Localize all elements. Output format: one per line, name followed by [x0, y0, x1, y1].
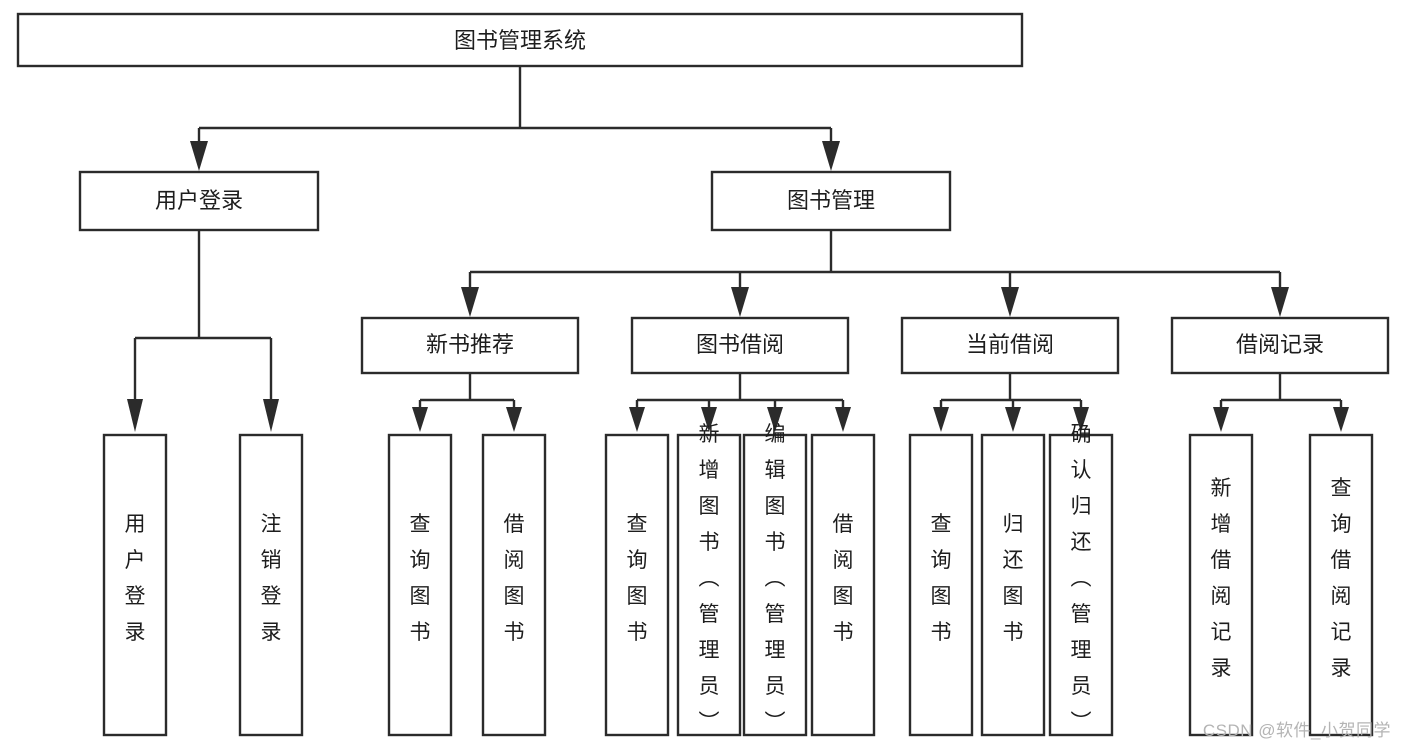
- arrowhead-new-book-rec: [461, 287, 479, 317]
- node-leaf-query-book-1-box[interactable]: [387, 433, 453, 737]
- node-leaf-query-record-box[interactable]: [1308, 433, 1374, 737]
- node-current-borrow[interactable]: 当前借阅: [900, 316, 1120, 375]
- node-user-login[interactable]: 用户登录: [78, 170, 320, 232]
- arrowhead-leaf-add-record: [1213, 407, 1229, 432]
- arrowhead-leaf-confirm-return: [1073, 407, 1089, 432]
- node-leaf-user-logout-box[interactable]: [238, 433, 304, 737]
- node-leaf-query-book-1[interactable]: 查询图书: [387, 433, 453, 737]
- node-book-borrow-box[interactable]: [630, 316, 850, 375]
- node-leaf-user-login[interactable]: 用户登录: [102, 433, 168, 737]
- node-leaf-user-login-label: 用户登录: [125, 513, 146, 644]
- node-leaf-borrow-book-2-label: 借阅图书: [833, 513, 854, 644]
- node-leaf-query-record-label: 查询借阅记录: [1331, 477, 1352, 680]
- arrowhead-borrow-record: [1271, 287, 1289, 317]
- node-leaf-borrow-book-2-box[interactable]: [810, 433, 876, 737]
- node-book-borrow-label: 图书借阅: [696, 332, 784, 357]
- arrowhead-leaf-query-book-2: [629, 407, 645, 432]
- node-leaf-query-book-1-label: 查询图书: [410, 513, 431, 644]
- node-leaf-confirm-return-label: 确认归还︵管理员︶: [1071, 423, 1092, 734]
- node-leaf-query-book-3-box[interactable]: [908, 433, 974, 737]
- node-leaf-borrow-book-1-box[interactable]: [481, 433, 547, 737]
- node-current-borrow-box[interactable]: [900, 316, 1120, 375]
- node-root[interactable]: 图书管理系统: [16, 12, 1024, 68]
- node-leaf-add-record-box[interactable]: [1188, 433, 1254, 737]
- node-leaf-query-book-2-box[interactable]: [604, 433, 670, 737]
- node-leaf-edit-book-label: 编辑图书︵管理员︶: [765, 423, 786, 734]
- node-leaf-add-book-label: 新增图书︵管理员︶: [699, 423, 720, 734]
- node-borrow-record-label: 借阅记录: [1236, 332, 1324, 357]
- node-book-manage-label: 图书管理: [787, 188, 875, 213]
- node-borrow-record[interactable]: 借阅记录: [1170, 316, 1390, 375]
- node-leaf-return-book-label: 归还图书: [1003, 513, 1024, 644]
- connector-layer: [127, 66, 1349, 432]
- arrowhead-leaf-query-record: [1333, 407, 1349, 432]
- node-user-login-box[interactable]: [78, 170, 320, 232]
- arrowhead-leaf-return-book: [1005, 407, 1021, 432]
- node-leaf-borrow-book-2[interactable]: 借阅图书: [810, 433, 876, 737]
- node-root-label: 图书管理系统: [454, 28, 586, 53]
- node-new-book-rec-box[interactable]: [360, 316, 580, 375]
- node-leaf-query-book-2-label: 查询图书: [627, 513, 648, 644]
- node-leaf-borrow-book-1-label: 借阅图书: [504, 513, 525, 644]
- arrowhead-current-borrow: [1001, 287, 1019, 317]
- arrowhead-user-login: [190, 141, 208, 171]
- arrowhead-leaf-user-logout: [263, 399, 279, 432]
- node-leaf-user-login-box[interactable]: [102, 433, 168, 737]
- node-book-manage[interactable]: 图书管理: [710, 170, 952, 232]
- node-book-borrow[interactable]: 图书借阅: [630, 316, 850, 375]
- node-leaf-query-book-2[interactable]: 查询图书: [604, 433, 670, 737]
- node-leaf-user-logout-label: 注销登录: [261, 513, 282, 644]
- node-leaf-confirm-return[interactable]: 确认归还︵管理员︶: [1048, 423, 1114, 737]
- node-book-manage-box[interactable]: [710, 170, 952, 232]
- node-leaf-query-book-3[interactable]: 查询图书: [908, 433, 974, 737]
- node-leaf-user-logout[interactable]: 注销登录: [238, 433, 304, 737]
- node-leaf-return-book-box[interactable]: [980, 433, 1046, 737]
- node-leaf-edit-book-box[interactable]: [742, 433, 808, 737]
- node-leaf-confirm-return-box[interactable]: [1048, 433, 1114, 737]
- node-leaf-edit-book[interactable]: 编辑图书︵管理员︶: [742, 423, 808, 737]
- node-user-login-label: 用户登录: [155, 188, 243, 213]
- arrowhead-leaf-add-book: [701, 407, 717, 432]
- node-leaf-add-book-box[interactable]: [676, 433, 742, 737]
- arrowhead-leaf-edit-book: [767, 407, 783, 432]
- node-leaf-query-record[interactable]: 查询借阅记录: [1308, 433, 1374, 737]
- node-current-borrow-label: 当前借阅: [966, 332, 1054, 357]
- node-new-book-rec[interactable]: 新书推荐: [360, 316, 580, 375]
- node-root-box[interactable]: [16, 12, 1024, 68]
- node-leaf-return-book[interactable]: 归还图书: [980, 433, 1046, 737]
- node-new-book-rec-label: 新书推荐: [426, 332, 514, 357]
- node-leaf-add-record[interactable]: 新增借阅记录: [1188, 433, 1254, 737]
- node-leaf-borrow-book-1[interactable]: 借阅图书: [481, 433, 547, 737]
- arrowhead-leaf-borrow-book-1: [506, 407, 522, 432]
- arrowhead-leaf-user-login: [127, 399, 143, 432]
- arrowhead-leaf-borrow-book-2: [835, 407, 851, 432]
- node-leaf-query-book-3-label: 查询图书: [931, 513, 952, 644]
- node-borrow-record-box[interactable]: [1170, 316, 1390, 375]
- arrowhead-book-manage: [822, 141, 840, 171]
- arrowhead-leaf-query-book-1: [412, 407, 428, 432]
- arrowhead-leaf-query-book-3: [933, 407, 949, 432]
- node-leaf-add-book[interactable]: 新增图书︵管理员︶: [676, 423, 742, 737]
- node-leaf-add-record-label: 新增借阅记录: [1211, 477, 1232, 680]
- arrowhead-book-borrow: [731, 287, 749, 317]
